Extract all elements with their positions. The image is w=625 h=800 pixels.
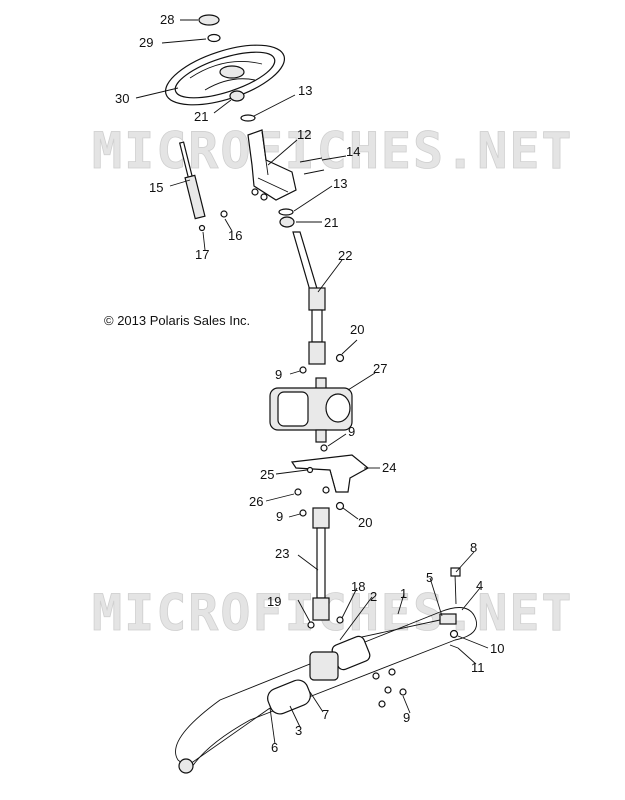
leader-lines — [135, 19, 489, 745]
callout-18: 18 — [351, 579, 365, 594]
callout-21b: 21 — [324, 215, 338, 230]
bolt-9-lower — [299, 509, 307, 517]
bolt-19 — [307, 621, 315, 629]
watermark-top: MICROFICHES.NET — [92, 122, 574, 180]
nut-9-a — [372, 672, 380, 680]
callout-9c: 9 — [276, 509, 283, 524]
bolt-9-upper — [299, 366, 307, 374]
tie-rod-end — [439, 613, 457, 625]
callout-9a: 9 — [275, 367, 282, 382]
callout-21: 21 — [194, 109, 208, 124]
callout-22: 22 — [338, 248, 352, 263]
callout-27: 27 — [373, 361, 387, 376]
bolt-18 — [336, 616, 344, 624]
callout-4: 4 — [476, 578, 483, 593]
bolt-14 — [299, 157, 323, 163]
callout-6: 6 — [271, 740, 278, 755]
rack-and-pinion — [178, 635, 371, 774]
washer-13-top — [240, 114, 256, 122]
bushing-21 — [279, 216, 295, 228]
bolt-20-lower — [335, 501, 345, 511]
nut-9-e — [378, 700, 386, 708]
callout-24: 24 — [382, 460, 396, 475]
callout-5: 5 — [426, 570, 433, 585]
nut-9-b — [388, 668, 396, 676]
tie-rod — [347, 619, 441, 641]
copyright-notice: © 2013 Polaris Sales Inc. — [104, 313, 251, 328]
bolt-14b — [303, 169, 325, 175]
washer-13 — [278, 208, 294, 216]
callout-8: 8 — [470, 540, 477, 555]
callout-16: 16 — [228, 228, 242, 243]
bushing-21-top — [229, 90, 245, 102]
callout-9d: 9 — [403, 710, 410, 725]
callout-13: 13 — [298, 83, 312, 98]
rack-outline — [175, 607, 477, 771]
nut-29 — [207, 33, 221, 43]
callout-9b: 9 — [348, 424, 355, 439]
callout-20b: 20 — [358, 515, 372, 530]
callout-23: 23 — [275, 546, 289, 561]
callout-14: 14 — [346, 144, 360, 159]
nut-17 — [198, 224, 206, 232]
callout-7: 7 — [322, 707, 329, 722]
callout-17: 17 — [195, 247, 209, 262]
nut-9-c — [384, 686, 392, 694]
callout-15: 15 — [149, 180, 163, 195]
column-bracket — [247, 129, 297, 201]
bolt-8 — [454, 573, 457, 605]
bolt-26 — [294, 488, 302, 496]
horn-cap — [198, 14, 220, 26]
mounting-bracket — [290, 454, 370, 493]
nut-9-d — [399, 688, 407, 696]
callout-29: 29 — [139, 35, 153, 50]
gas-strut — [178, 141, 206, 220]
callout-25: 25 — [260, 467, 274, 482]
bolt-9-mid — [320, 444, 328, 452]
pin-11 — [449, 644, 459, 649]
nut-10 — [449, 629, 459, 639]
callout-30: 30 — [115, 91, 129, 106]
callout-20: 20 — [350, 322, 364, 337]
callout-13b: 13 — [333, 176, 347, 191]
callout-10: 10 — [490, 641, 504, 656]
callout-11: 11 — [471, 660, 485, 675]
callout-19: 19 — [267, 594, 281, 609]
watermark-bottom: MICROFICHES.NET — [92, 584, 574, 642]
callout-28: 28 — [160, 12, 174, 27]
callout-2: 2 — [370, 589, 377, 604]
lower-steering-shaft — [312, 507, 330, 621]
callout-1: 1 — [400, 586, 407, 601]
callout-12: 12 — [297, 127, 311, 142]
bolt-26b — [322, 486, 330, 494]
power-steering-unit — [269, 377, 353, 443]
callout-26: 26 — [249, 494, 263, 509]
bolt-25 — [306, 466, 314, 474]
bolt-20-upper — [335, 353, 345, 363]
callout-3: 3 — [295, 723, 302, 738]
bolt-16 — [220, 210, 228, 218]
upper-steering-shaft — [292, 231, 326, 365]
